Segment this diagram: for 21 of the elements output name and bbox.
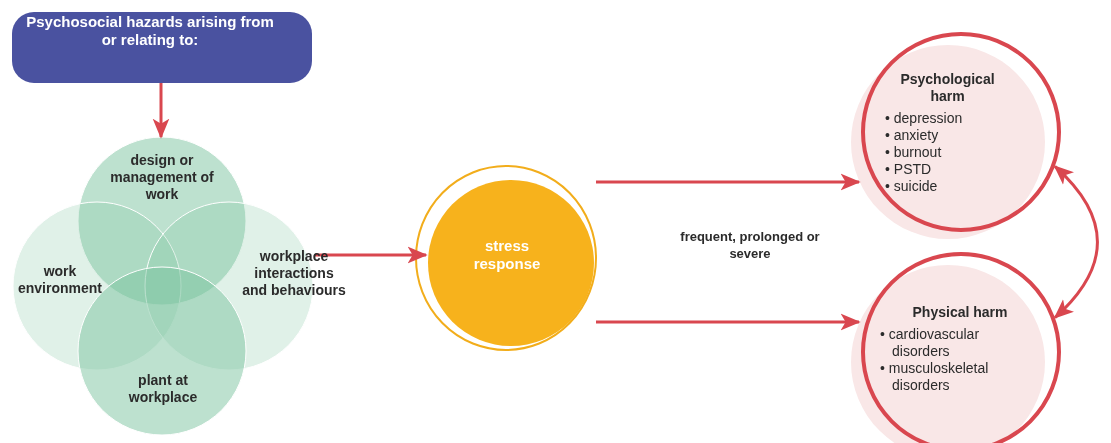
bullet-item: • PSTD — [885, 161, 933, 178]
arrow — [596, 313, 861, 331]
arrow — [152, 83, 170, 139]
bullet-item: • cardiovascular disorders — [880, 326, 981, 360]
harm-heading: Psychological harm — [899, 71, 996, 105]
bullet-item: • burnout — [885, 144, 943, 161]
heading-text: Psychosocial hazards arising from or relating to: — [25, 13, 275, 49]
hazard-label: workplace interactions and behaviours — [242, 248, 346, 299]
bullet-item: • depression — [885, 110, 964, 127]
arrow — [596, 173, 861, 191]
condition-label: frequent, prolonged or severe — [679, 228, 821, 262]
bullet-item: • musculoskeletal disorders — [880, 360, 990, 394]
arrow — [315, 246, 428, 264]
bullet-item: • suicide — [885, 178, 939, 195]
hazard-label: design or management of work — [109, 152, 215, 203]
hazard-label: plant at workplace — [127, 372, 199, 406]
arrow — [1053, 165, 1099, 319]
stress-label: stress response — [472, 237, 542, 273]
bullet-item: • anxiety — [885, 127, 940, 144]
harm-heading: Physical harm — [911, 304, 1009, 321]
hazard-label: work environment — [17, 263, 103, 297]
